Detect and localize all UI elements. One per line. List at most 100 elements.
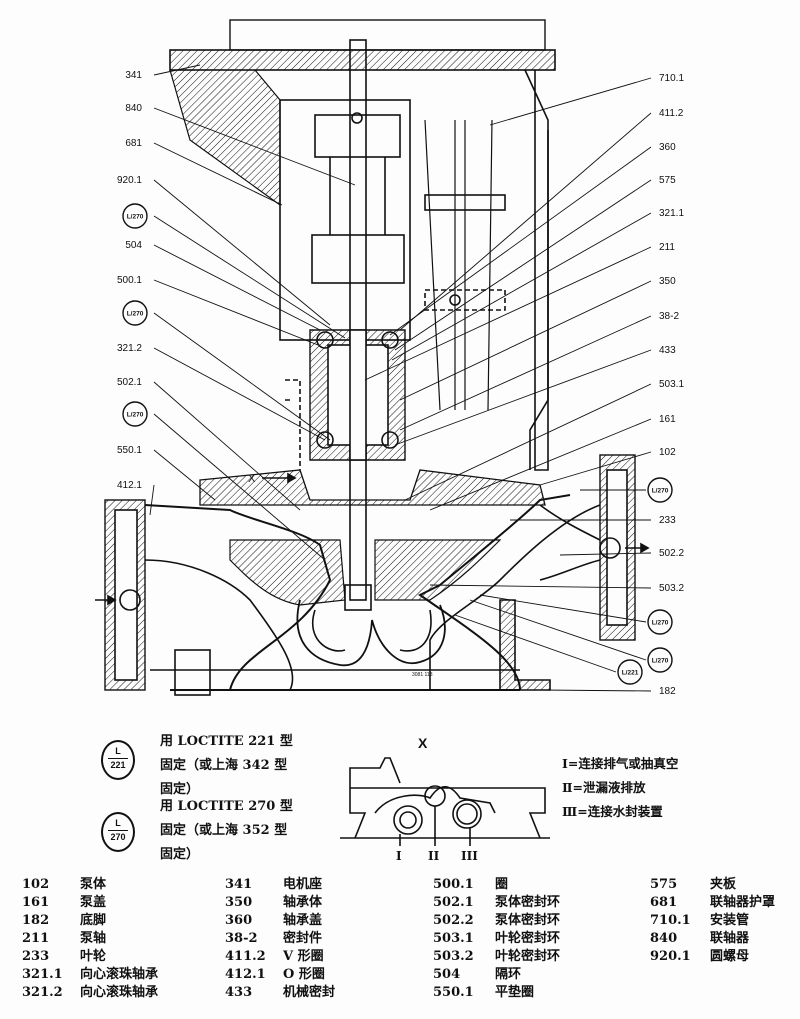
part-name: 联轴器护罩: [710, 895, 776, 910]
callout-label: 920.1: [117, 175, 142, 186]
part-name: 圈: [495, 877, 509, 892]
callout-label: 321.2: [117, 343, 142, 354]
callout-label: 433: [659, 345, 676, 356]
callout-label: 500.1: [117, 275, 142, 286]
leader-line: [364, 246, 652, 381]
callout-label: 233: [659, 515, 676, 526]
callout-label: 411.2: [659, 108, 684, 119]
part-name: 联轴器: [710, 931, 750, 946]
part-name: 泵轴: [80, 931, 107, 946]
part-number: 411.2: [225, 949, 266, 964]
port-label-ii: II: [428, 849, 440, 863]
part-row: 504 隔环: [433, 966, 560, 984]
part-number: 233: [22, 949, 50, 964]
part-number: 360: [225, 913, 253, 928]
loctite-symbol-icon: [647, 477, 673, 503]
loctite-270-text: 用 LOCTITE 270 型 固定（或上海 352 型 固定）: [160, 795, 293, 867]
loctite-symbol-icon: [122, 203, 148, 229]
part-number: 504: [433, 967, 461, 982]
callout-label: 38-2: [659, 311, 679, 322]
port-legend-item: Ⅰ=连接排气或抽真空: [562, 756, 679, 771]
leader-line: [539, 451, 652, 486]
callout-label: 102: [659, 447, 676, 458]
callout-label: 575: [659, 175, 676, 186]
part-row: 433 机械密封: [225, 984, 335, 1002]
loctite-callout-label: L/270: [127, 214, 144, 221]
part-name: 隔环: [495, 967, 522, 982]
part-name: 轴承体: [283, 895, 323, 910]
part-name: 底脚: [80, 913, 107, 928]
loctite-symbol-icon: [647, 609, 673, 635]
leader-line: [489, 77, 652, 126]
part-row: 500.1 圈: [433, 876, 560, 894]
part-row: 182 底脚: [22, 912, 158, 930]
callout-label: 502.1: [117, 377, 142, 388]
callout-label: 681: [125, 138, 142, 149]
part-row: 502.1 泵体密封环: [433, 894, 560, 912]
part-name: 机械密封: [283, 985, 336, 1000]
symbol-bottom: 270: [108, 830, 128, 844]
port-label-i: I: [396, 849, 402, 863]
loctite-symbol-icon: [122, 300, 148, 326]
part-number: 341: [225, 877, 253, 892]
leader-line: [479, 594, 647, 623]
symbol-top: L: [115, 746, 121, 756]
callout-label: 360: [659, 142, 676, 153]
callout-label: 412.1: [117, 480, 142, 491]
part-number: 840: [650, 931, 678, 946]
leader-line: [399, 280, 652, 401]
leader-line: [389, 146, 652, 336]
callout-label: 550.1: [117, 445, 142, 456]
part-number: 502.1: [433, 895, 474, 910]
callout-label: 211: [659, 242, 675, 253]
part-number: 38-2: [225, 931, 258, 946]
leader-line: [153, 279, 319, 346]
drawing-number: 3081 113: [412, 672, 433, 678]
leader-line: [153, 347, 326, 441]
callout-label: 504: [125, 240, 142, 251]
part-number: 433: [225, 985, 253, 1000]
part-name: 泵体密封环: [495, 895, 561, 910]
legend-line: 固定（或上海 352 型: [160, 823, 288, 838]
port-legend: Ⅰ=连接排气或抽真空 Ⅱ=泄漏液排放 Ⅲ=连接水封装置: [562, 752, 678, 824]
part-name: 密封件: [283, 931, 323, 946]
view-x-marker: X: [248, 473, 256, 485]
part-name: O 形圈: [283, 967, 325, 982]
legend-line: 固定）: [160, 847, 200, 862]
part-number: 321.2: [22, 985, 63, 1000]
part-number: 500.1: [433, 877, 474, 892]
port-label-iii: III: [461, 849, 478, 863]
legend-line: 固定）: [160, 782, 200, 797]
part-number: 502.2: [433, 913, 474, 928]
part-name: 叶轮密封环: [495, 931, 561, 946]
leader-line: [394, 349, 652, 446]
part-number: 161: [22, 895, 50, 910]
leader-line: [429, 418, 652, 511]
loctite-symbol-icon: [647, 647, 673, 673]
loctite-callout-label: L/270: [652, 488, 669, 495]
leader-line: [539, 689, 652, 692]
leader-line: [404, 383, 652, 501]
callout-label: 350: [659, 276, 676, 287]
symbol-bottom: 221: [108, 758, 128, 772]
leader-line: [454, 614, 617, 673]
part-number: 182: [22, 913, 50, 928]
loctite-221-text: 用 LOCTITE 221 型 固定（或上海 342 型 固定）: [160, 730, 293, 802]
leader-line: [394, 179, 652, 351]
leader-line: [153, 64, 201, 76]
leader-line: [149, 484, 155, 516]
callout-label: 840: [125, 103, 142, 114]
